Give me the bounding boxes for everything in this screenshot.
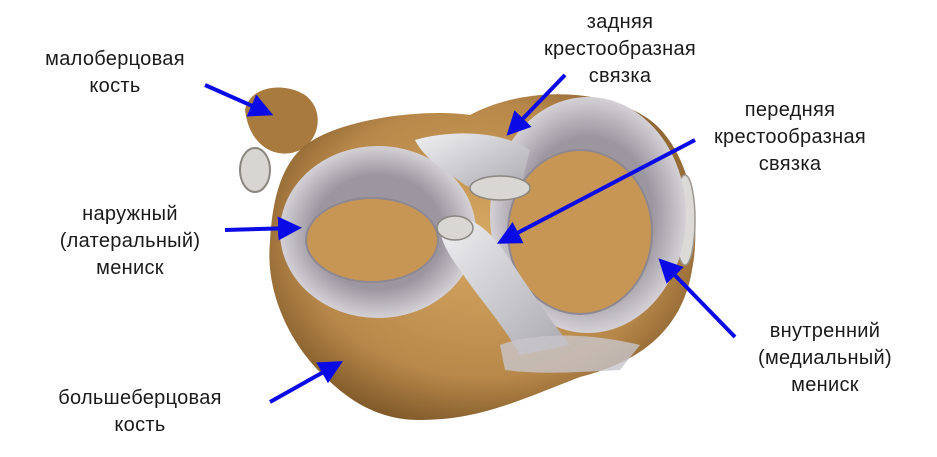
lateral-meniscus-arrow [224, 216, 302, 241]
anterior-band [500, 335, 640, 373]
label-acl: передняя крестообразная связка [690, 97, 890, 178]
label-line: большеберцовая [58, 387, 222, 409]
label-medial-meniscus: внутренний (медиальный) мениск [725, 318, 925, 399]
label-tibia: большеберцовая кость [30, 385, 250, 439]
label-line: (медиальный) [757, 347, 892, 369]
label-line: кость [114, 414, 166, 436]
acl-ligament [439, 217, 570, 355]
label-line: крестообразная [543, 38, 697, 60]
label-line: наружный [82, 203, 178, 225]
lateral-meniscus-shape [280, 146, 476, 318]
label-line: мениск [791, 374, 859, 396]
acl-arrow [496, 138, 696, 244]
pcl-arrow [506, 73, 567, 136]
tibia-arrow [269, 361, 343, 404]
label-fibula: малоберцовая кость [20, 46, 210, 100]
label-lateral-meniscus: наружный (латеральный) мениск [30, 201, 230, 282]
label-pcl: задняя крестообразная связка [520, 9, 720, 90]
label-line: связка [588, 65, 652, 87]
label-line: мениск [96, 257, 164, 279]
fibula-arrow [204, 83, 274, 117]
label-line: связка [758, 153, 822, 175]
label-line: крестообразная [713, 126, 867, 148]
label-line: внутренний [769, 320, 881, 342]
medial-meniscus-arrow [658, 258, 737, 339]
label-line: передняя [744, 99, 836, 121]
label-line: малоберцовая [45, 48, 185, 70]
label-line: (латеральный) [59, 230, 201, 252]
label-line: задняя [586, 11, 654, 33]
label-line: кость [89, 75, 141, 97]
